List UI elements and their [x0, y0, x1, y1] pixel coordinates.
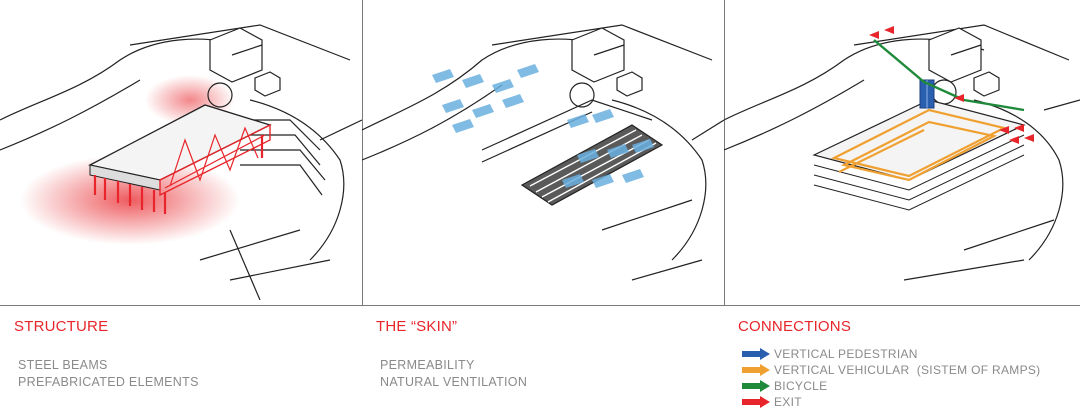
legend-label-bicycle: BICYCLE — [774, 379, 828, 393]
orange-arrow-icon — [742, 364, 770, 376]
legend-label-pedestrian: VERTICAL PEDESTRIAN — [774, 347, 918, 361]
blue-arrow-icon — [742, 348, 770, 360]
building-blocks — [209, 27, 281, 97]
legend-label-vehicular: VERTICAL VEHICULAR (SISTEM OF RAMPS) — [774, 363, 1041, 377]
red-arrow-icon — [742, 396, 770, 408]
connections-title: CONNECTIONS — [738, 318, 852, 335]
terrain-lines — [362, 24, 724, 281]
pedestrian-elevator-core — [919, 79, 935, 109]
green-arrow-icon — [742, 380, 770, 392]
legend-item-pedestrian: VERTICAL PEDESTRIAN — [742, 346, 1040, 362]
connections-axonometric-drawing — [724, 24, 1080, 281]
legend-item-vehicular: VERTICAL VEHICULAR (SISTEM OF RAMPS) — [742, 362, 1040, 378]
panel-divider-left — [362, 0, 363, 305]
skin-axonometric-drawing — [362, 24, 724, 281]
legend-label-exit: EXIT — [774, 395, 802, 409]
skin-panel: THE “SKIN” PERMEABILITY NATURAL VENTILAT… — [362, 0, 724, 416]
legend-item-bicycle: BICYCLE — [742, 378, 1040, 394]
skin-title: THE “SKIN” — [376, 318, 458, 335]
perforated-skin-facade — [520, 124, 664, 206]
legend-item-exit: EXIT — [742, 394, 1040, 410]
connections-panel: CONNECTIONS VERTICAL PEDESTRIAN VERTICAL… — [724, 0, 1080, 416]
parking-deck — [88, 104, 272, 197]
structure-axonometric-drawing — [0, 24, 362, 300]
structure-title: STRUCTURE — [14, 318, 109, 335]
structure-line-1: STEEL BEAMS — [18, 358, 108, 372]
building-blocks — [571, 27, 643, 97]
building-blocks — [928, 27, 1000, 97]
steel-column-supports — [93, 135, 264, 214]
structure-line-2: PREFABRICATED ELEMENTS — [18, 375, 199, 389]
connections-legend: VERTICAL PEDESTRIAN VERTICAL VEHICULAR (… — [742, 346, 1040, 410]
skin-line-2: NATURAL VENTILATION — [380, 375, 528, 389]
ventilation-airflow-arrows — [432, 64, 654, 188]
panel-divider-right — [724, 0, 725, 305]
structure-panel: STRUCTURE STEEL BEAMS PREFABRICATED ELEM… — [0, 0, 362, 416]
bicycle-route — [873, 39, 1025, 112]
stacked-parking-decks — [812, 99, 1026, 211]
exit-arrows — [869, 26, 1034, 144]
caption-separator-line — [0, 305, 1080, 306]
skin-line-1: PERMEABILITY — [380, 358, 475, 372]
